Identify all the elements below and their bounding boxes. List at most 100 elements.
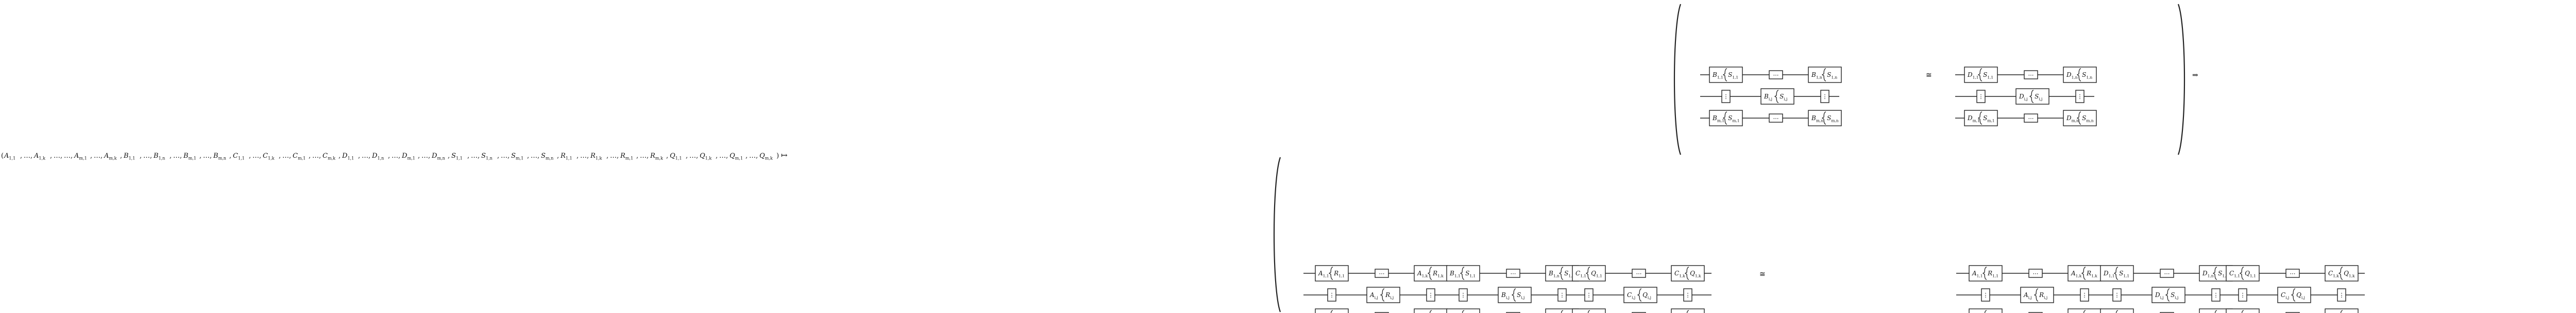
tuple-entry: Qm,1 bbox=[730, 152, 743, 161]
comma: , bbox=[527, 152, 529, 160]
tuple-open-paren: ( bbox=[1, 152, 4, 160]
tuple-entry: S1,1 bbox=[451, 152, 463, 161]
tuple-expression: (A1,1,…,A1,k,…,…,Am,1,…,Am,k,B1,1,…,B1,n… bbox=[1, 151, 788, 161]
comma: , bbox=[180, 152, 182, 160]
comma: , bbox=[398, 152, 400, 160]
comma: , bbox=[756, 152, 758, 160]
tuple-entry: R1,1 bbox=[560, 152, 572, 161]
comma: , bbox=[716, 152, 718, 160]
comma: , bbox=[210, 152, 212, 160]
tuple-entry: A1,1 bbox=[4, 152, 15, 161]
comma: , bbox=[617, 152, 619, 160]
implies-symbol: ⇒ bbox=[2192, 71, 2198, 79]
ellipsis: … bbox=[640, 152, 647, 160]
comma: , bbox=[467, 152, 469, 160]
comma: , bbox=[30, 152, 32, 160]
vdots: ⋮ bbox=[1983, 292, 1989, 299]
tuple-entry: Bm,n bbox=[213, 152, 226, 161]
comma: , bbox=[507, 152, 510, 160]
comma: , bbox=[120, 152, 122, 160]
hdots: ⋯ bbox=[1379, 270, 1385, 277]
tuple-entry: Rm,k bbox=[650, 152, 663, 161]
tuple-entry: Sm,n bbox=[541, 152, 553, 161]
comma: , bbox=[428, 152, 430, 160]
ellipsis: … bbox=[94, 152, 100, 160]
hdots: ⋯ bbox=[2028, 115, 2034, 122]
vdots: ⋮ bbox=[1978, 93, 1984, 100]
tuple-entry: Dm,n bbox=[431, 152, 445, 161]
tuple-entry: Bm,1 bbox=[183, 152, 196, 161]
vdots: ⋮ bbox=[2082, 292, 2088, 299]
ellipsis: … bbox=[143, 152, 150, 160]
tuple-entry: Q1,k bbox=[700, 152, 711, 161]
top-right-network: D1,1S1,1⋯D1,nS1,n⋮Di,jSi,j⋮Dm,1Sm,1⋯Dm,n… bbox=[1955, 67, 2096, 126]
comma: , bbox=[358, 152, 360, 160]
ellipsis: … bbox=[252, 152, 259, 160]
bottom-left-network: A1,1R1,1⋯A1,kR1,k⋮Ai,jRi,j⋮Am,1Rm,1⋯Am,k… bbox=[1303, 266, 1711, 313]
ellipsis: … bbox=[501, 152, 507, 160]
comma: , bbox=[338, 152, 341, 160]
comma: , bbox=[388, 152, 390, 160]
tuple-entry: Q1,1 bbox=[670, 152, 682, 161]
ellipsis: … bbox=[24, 152, 30, 160]
ellipsis: … bbox=[610, 152, 617, 160]
tuple-entry: Sm,1 bbox=[511, 152, 523, 161]
ellipsis: … bbox=[421, 152, 428, 160]
hdots: ⋯ bbox=[2164, 270, 2170, 277]
hdots: ⋯ bbox=[1773, 115, 1779, 122]
comma: , bbox=[686, 152, 688, 160]
top-close-paren bbox=[2178, 4, 2184, 155]
comma: , bbox=[478, 152, 480, 160]
comma: , bbox=[309, 152, 311, 160]
vdots: ⋮ bbox=[1723, 93, 1729, 100]
tuple-entry: C1,1 bbox=[233, 152, 245, 161]
ellipsis: … bbox=[362, 152, 368, 160]
comma: , bbox=[20, 152, 22, 160]
tuple-entry: Am,1 bbox=[74, 152, 87, 161]
bottom-right-network: A1,1R1,1⋯A1,kR1,k⋮Ai,jRi,j⋮Am,1Rm,1⋯Am,k… bbox=[1956, 266, 2365, 313]
vdots: ⋮ bbox=[1461, 292, 1466, 299]
vdots: ⋮ bbox=[2213, 292, 2219, 299]
comma: , bbox=[279, 152, 281, 160]
ellipsis: … bbox=[749, 152, 756, 160]
vdots: ⋮ bbox=[2077, 93, 2083, 100]
comma: , bbox=[448, 152, 450, 160]
comma: , bbox=[100, 152, 103, 160]
hdots: ⋯ bbox=[1773, 72, 1779, 78]
tuple-entry: Cm,1 bbox=[293, 152, 306, 161]
vdots: ⋮ bbox=[1586, 292, 1592, 299]
comma: , bbox=[71, 152, 73, 160]
comma: , bbox=[249, 152, 251, 160]
comma: , bbox=[418, 152, 420, 160]
tuple-entry: A1,k bbox=[33, 152, 45, 161]
comma: , bbox=[497, 152, 499, 160]
comma: , bbox=[199, 152, 201, 160]
ellipsis: … bbox=[580, 152, 587, 160]
comma: , bbox=[50, 152, 52, 160]
hdots: ⋯ bbox=[1636, 270, 1642, 277]
tuple-entry: Cm,k bbox=[323, 152, 335, 161]
ellipsis: … bbox=[282, 152, 289, 160]
cong-symbol: ≅ bbox=[1759, 270, 1766, 278]
vdots: ⋮ bbox=[1428, 292, 1434, 299]
comma: , bbox=[587, 152, 589, 160]
tuple-close-paren: ) bbox=[776, 152, 779, 160]
mapsto-arrow: ↦ bbox=[781, 151, 788, 160]
tuple-entry: Qm,k bbox=[759, 152, 773, 161]
vdots: ⋮ bbox=[2339, 292, 2345, 299]
ellipsis: … bbox=[173, 152, 180, 160]
vdots: ⋮ bbox=[1560, 292, 1565, 299]
comma: , bbox=[745, 152, 748, 160]
ellipsis: … bbox=[64, 152, 71, 160]
comma: , bbox=[577, 152, 579, 160]
cong-symbol: ≅ bbox=[1926, 71, 1932, 79]
comma: , bbox=[259, 152, 261, 160]
comma: , bbox=[606, 152, 608, 160]
ellipsis: … bbox=[471, 152, 478, 160]
top-open-paren bbox=[1674, 4, 1681, 155]
tuple-entry: Am,k bbox=[104, 152, 117, 161]
hdots: ⋯ bbox=[1511, 270, 1516, 277]
comma: , bbox=[537, 152, 539, 160]
vdots: ⋮ bbox=[1329, 292, 1335, 299]
